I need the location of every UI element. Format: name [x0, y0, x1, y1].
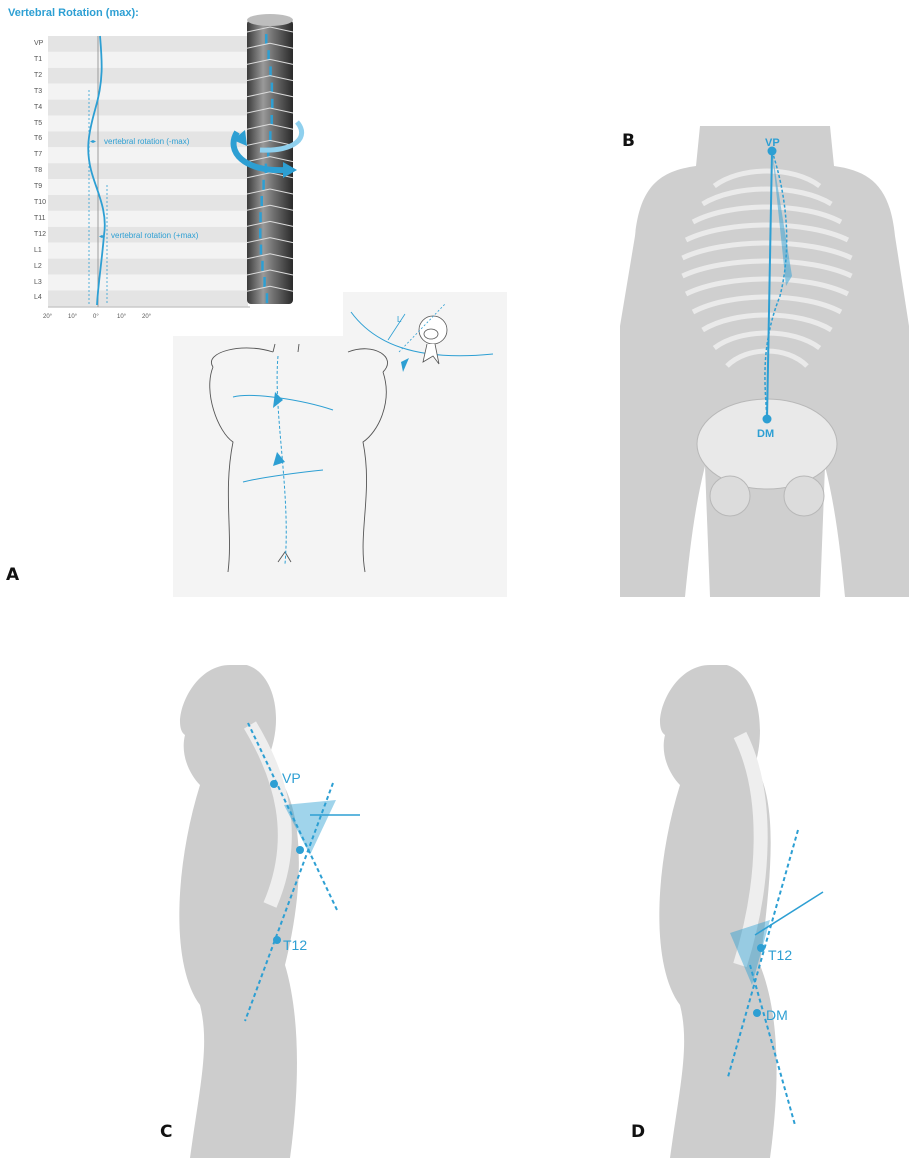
level-label: T3: [34, 88, 42, 95]
lateral-view-kyphosis: VP T12: [160, 665, 380, 1158]
skeleton-posterior-view: VP DM: [620, 126, 909, 597]
level-label: L1: [34, 247, 42, 254]
level-label: T7: [34, 151, 42, 158]
c-marker-t12: T12: [283, 937, 307, 953]
level-label: T4: [34, 104, 42, 111]
x-tick-label: 20°: [142, 314, 152, 320]
level-label: T6: [34, 135, 42, 142]
annotation-pos-max: vertebral rotation (+max): [111, 231, 199, 240]
panel-label-a: A: [6, 565, 19, 585]
level-label: VP: [34, 40, 43, 47]
level-label: T12: [34, 231, 46, 238]
x-tick-label: 10°: [117, 314, 127, 320]
level-label: T8: [34, 167, 42, 174]
x-tick-label: 10°: [68, 314, 78, 320]
svg-text:◂▸: ◂▸: [90, 139, 96, 145]
lateral-view-lordosis: T12 DM: [640, 665, 860, 1158]
spine-column-model: [225, 12, 315, 312]
length-label: L: [397, 315, 402, 324]
x-tick-label: 0°: [93, 314, 99, 320]
x-tick-label: 20°: [43, 314, 53, 320]
level-label: T11: [34, 215, 46, 222]
level-label: L2: [34, 263, 42, 270]
level-label: T2: [34, 72, 42, 79]
d-marker-t12: T12: [768, 947, 792, 963]
d-marker-dm: DM: [766, 1007, 788, 1023]
marker-vp: VP: [765, 137, 780, 149]
level-label: T1: [34, 56, 42, 63]
torso-sketch-panel: L: [173, 292, 507, 597]
marker-dm: DM: [757, 428, 774, 440]
level-label: T9: [34, 183, 42, 190]
c-marker-vp: VP: [282, 770, 301, 786]
level-label: T5: [34, 120, 42, 127]
annotation-neg-max: vertebral rotation (-max): [104, 137, 190, 146]
svg-text:◂▸: ◂▸: [99, 234, 105, 240]
level-label: L4: [34, 294, 42, 301]
level-label: L3: [34, 279, 42, 286]
level-label: T10: [34, 199, 46, 206]
